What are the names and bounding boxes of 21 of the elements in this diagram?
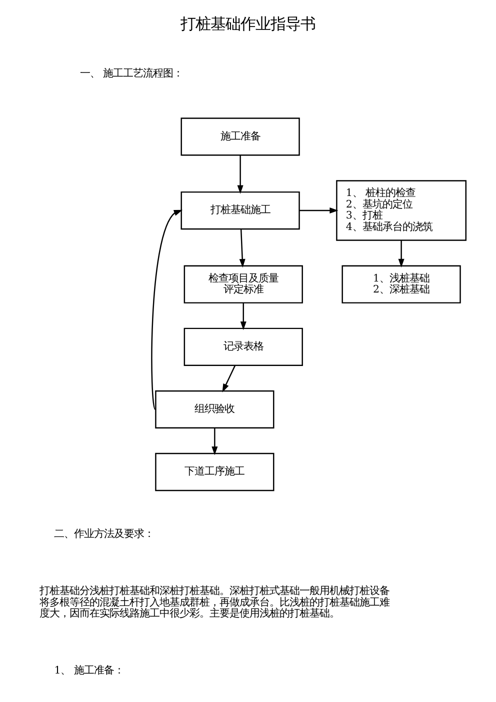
label: 二、作业方法及要求：	[54, 528, 154, 540]
diagram-title: 打桩基础作业指导书	[180, 15, 316, 34]
node-box: 施工准备	[180, 118, 300, 156]
label: 打桩基础分浅桩打桩基础和深桩打桩基础。深桩打桩式基础一般用机械打桩设备将多根等径的混凝土杆打入地基成群桩，再做成承台。比浅桩的打桩基础施工难度大，因而在实际线路施工中很少彩。主要是使用浅桩的打桩基础。	[39, 585, 390, 620]
arrow	[239, 229, 246, 268]
node-box: 记录表格	[184, 328, 303, 366]
arrow	[237, 155, 244, 194]
arrow	[240, 302, 246, 330]
node-box: 1、 桩柱的检查 2、基坑的定位 3、打桩 4、基础承台的浇筑	[336, 180, 467, 241]
node-box: 下道工序施工	[155, 452, 274, 492]
label: 1、 施工准备：	[54, 664, 124, 676]
node-box: 1、浅桩基础 2、深桩基础	[342, 265, 461, 304]
node-box: 检查项目及质量评定标准	[184, 265, 303, 304]
arrow	[299, 208, 338, 214]
label: 一、 施工工艺流程图：	[80, 68, 184, 80]
node-box: 打桩基础施工	[180, 191, 300, 230]
arrow	[222, 365, 236, 392]
arrow	[151, 210, 183, 410]
arrow	[212, 428, 218, 456]
arrow	[398, 240, 404, 268]
node-box: 组织验收	[155, 390, 274, 429]
